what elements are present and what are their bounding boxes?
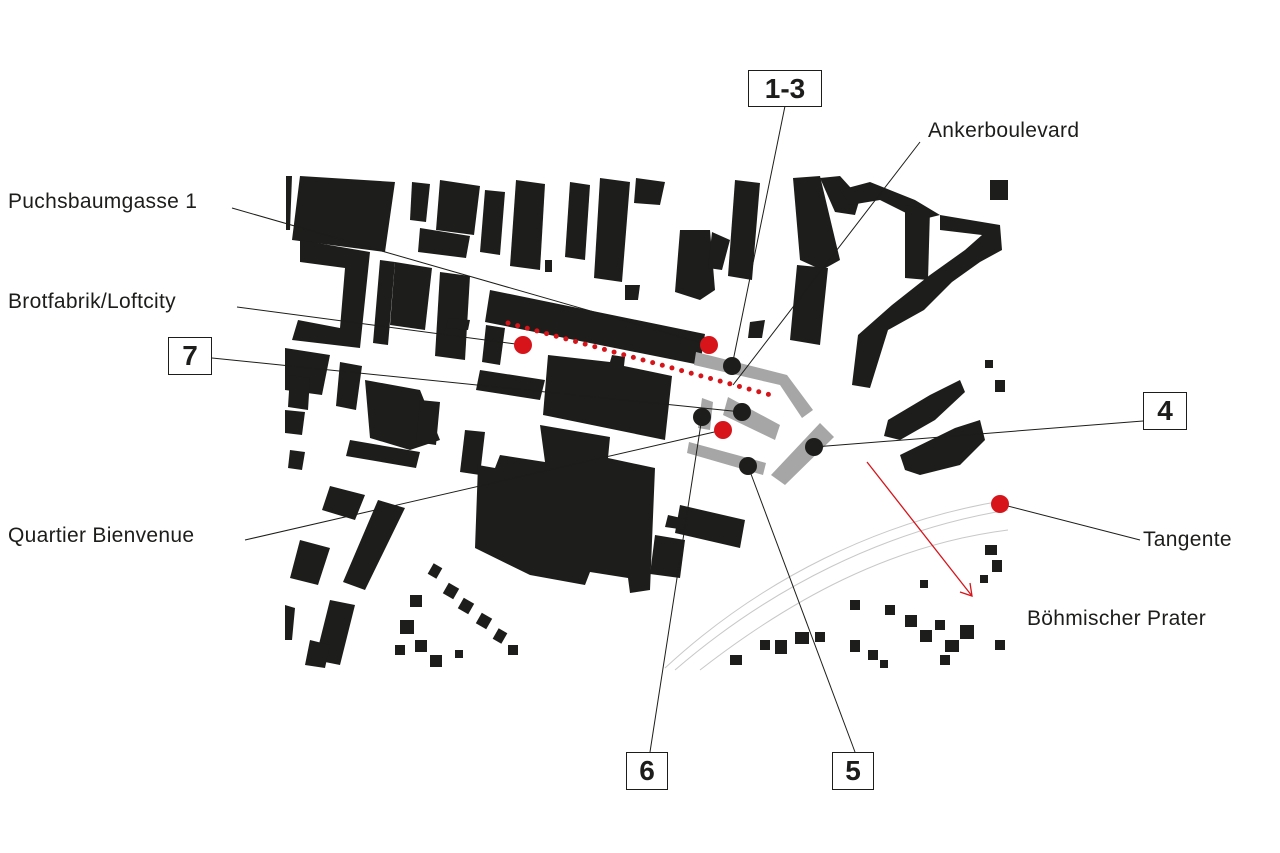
point-7 xyxy=(733,403,751,421)
label-boehmischer-prater: Böhmischer Prater xyxy=(1027,607,1206,630)
label-quartier-bienvenue: Quartier Bienvenue xyxy=(8,524,195,547)
marker-4: 4 xyxy=(1143,392,1187,430)
project-points xyxy=(693,357,823,475)
marker-7: 7 xyxy=(168,337,212,375)
marker-1-3: 1-3 xyxy=(748,70,822,107)
label-ankerboulevard: Ankerboulevard xyxy=(928,119,1080,142)
point-5 xyxy=(739,457,757,475)
point-puchsbaumgasse xyxy=(700,336,718,354)
connection-dotted-line xyxy=(505,320,781,400)
point-tangente xyxy=(991,495,1009,513)
leader-lines xyxy=(211,105,1144,753)
point-1-3 xyxy=(723,357,741,375)
marker-6: 6 xyxy=(626,752,668,790)
point-brotfabrik xyxy=(514,336,532,354)
buildings xyxy=(285,176,1008,668)
point-6 xyxy=(693,408,711,426)
point-4 xyxy=(805,438,823,456)
marker-5: 5 xyxy=(832,752,874,790)
reference-points xyxy=(514,336,1009,513)
label-tangente: Tangente xyxy=(1143,528,1232,551)
railway-lines xyxy=(664,499,1009,671)
direction-arrow xyxy=(866,461,973,597)
point-quartier xyxy=(714,421,732,439)
label-puchsbaumgasse: Puchsbaumgasse 1 xyxy=(8,190,198,213)
label-brotfabrik: Brotfabrik/Loftcity xyxy=(8,290,176,313)
